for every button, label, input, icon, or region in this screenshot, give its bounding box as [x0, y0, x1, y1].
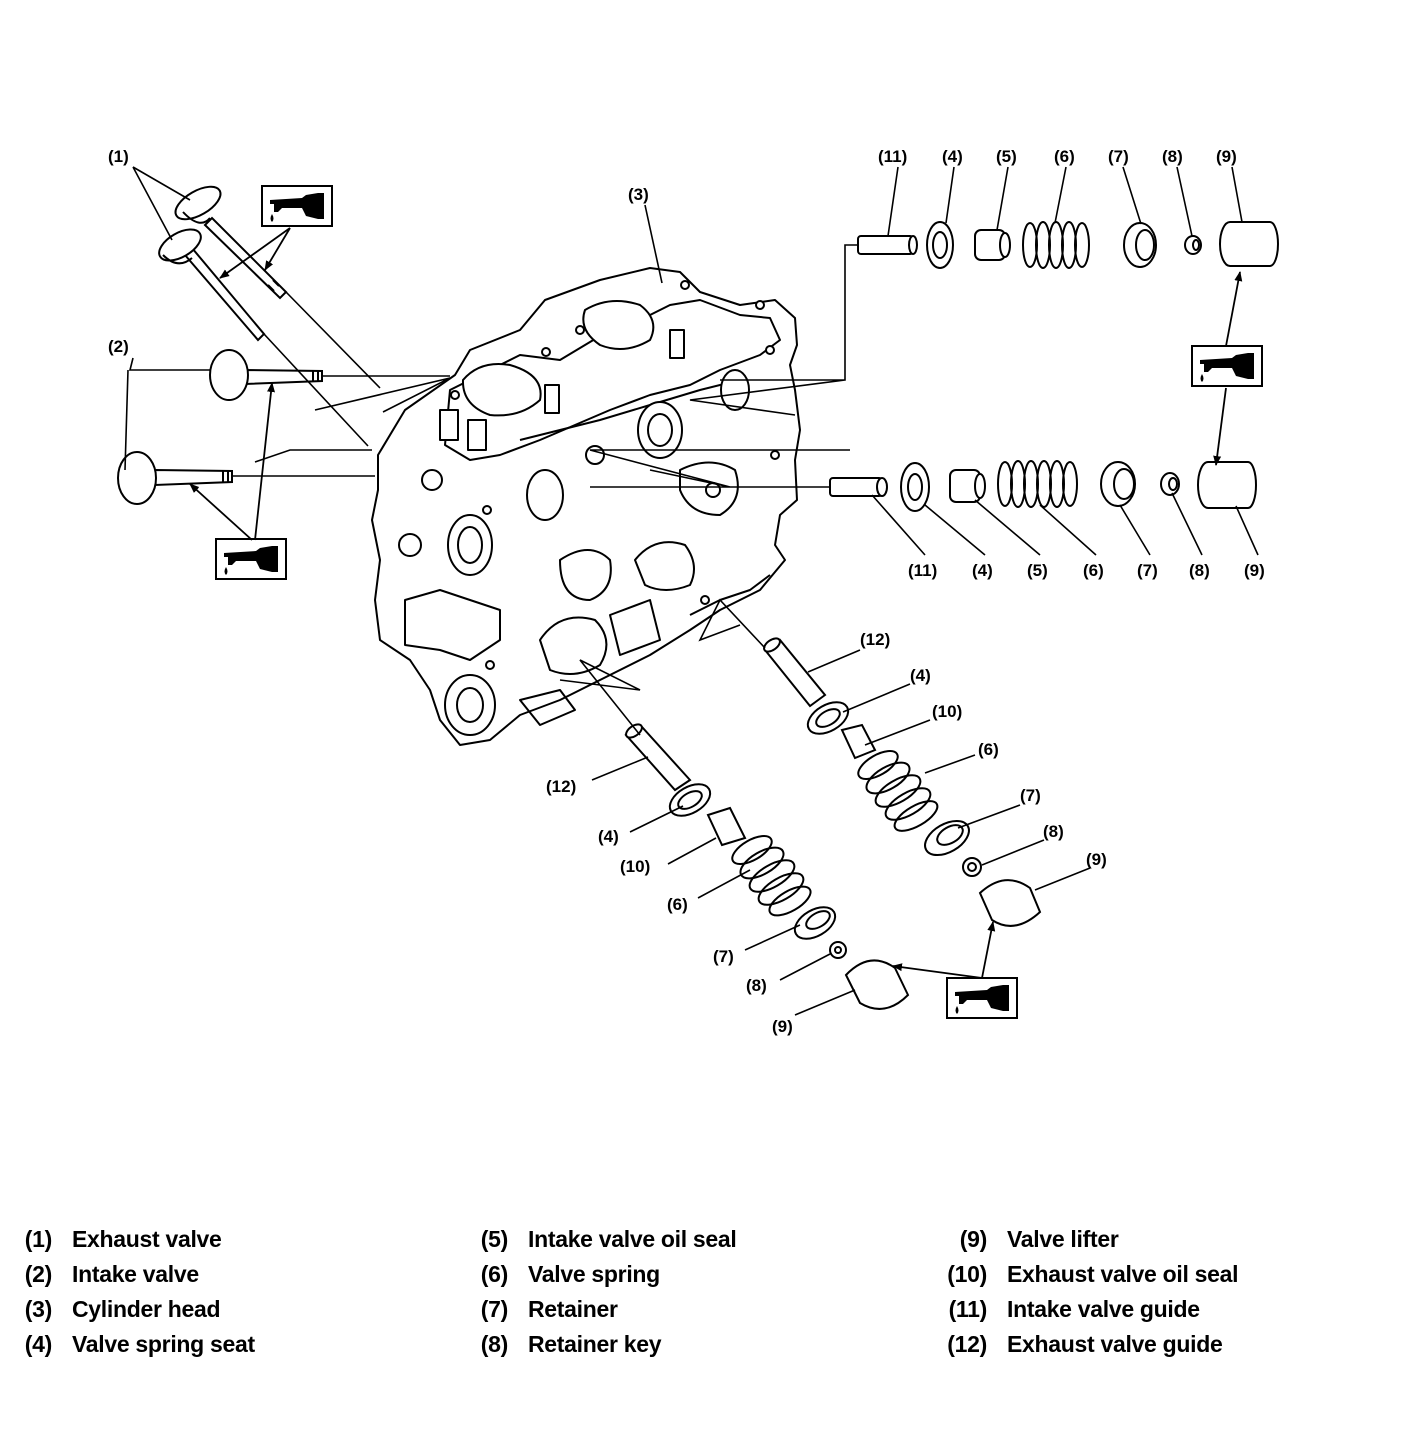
- oil-can-icon: [261, 185, 333, 227]
- callout-7: (7): [1137, 561, 1158, 580]
- callout-leaders: [124, 166, 1259, 1016]
- legend-number: (2): [24, 1261, 53, 1287]
- oil-can-icon: [946, 977, 1018, 1019]
- legend-label: Retainer: [528, 1296, 618, 1322]
- upper-intake-stack: [857, 221, 1279, 269]
- left-exhaust-stack: [624, 723, 910, 1010]
- legend-label: Intake valve oil seal: [528, 1226, 737, 1252]
- legend-label: Retainer key: [528, 1331, 662, 1357]
- callout-4: (4): [598, 827, 619, 846]
- callout-12: (12): [860, 630, 890, 649]
- callout-4: (4): [910, 666, 931, 685]
- callout-12: (12): [546, 777, 576, 796]
- callout-4: (4): [942, 147, 963, 166]
- legend-number: (6): [480, 1261, 509, 1287]
- callout-11: (11): [878, 147, 907, 166]
- callout-4: (4): [972, 561, 993, 580]
- callout-6: (6): [1083, 561, 1104, 580]
- legend-number: (12): [947, 1331, 987, 1357]
- middle-intake-stack: [829, 460, 1257, 512]
- callout-1: (1): [108, 147, 129, 166]
- oil-can-icon: [1191, 345, 1263, 387]
- legend-number: (7): [480, 1296, 509, 1322]
- legend-label: Exhaust valve: [72, 1226, 222, 1252]
- callout-8: (8): [1162, 147, 1183, 166]
- callout-8: (8): [1189, 561, 1210, 580]
- callout-6: (6): [978, 740, 999, 759]
- callout-9: (9): [1086, 850, 1107, 869]
- legend-number: (3): [24, 1296, 53, 1322]
- callout-3: (3): [628, 185, 649, 204]
- right-exhaust-stack: [763, 637, 1042, 927]
- oil-can-icon: [215, 538, 287, 580]
- legend-label: Valve spring: [528, 1261, 660, 1287]
- legend-label: Exhaust valve oil seal: [1007, 1261, 1239, 1287]
- legend-label: Exhaust valve guide: [1007, 1331, 1223, 1357]
- callout-5: (5): [1027, 561, 1048, 580]
- legend-number: (11): [948, 1296, 988, 1322]
- legend-item: (9) Valve lifter: [912, 1222, 1238, 1257]
- callout-6: (6): [667, 895, 688, 914]
- legend-item: (6) Valve spring: [456, 1257, 737, 1292]
- legend-label: Intake valve guide: [1007, 1296, 1200, 1322]
- legend-item: (11) Intake valve guide: [912, 1292, 1238, 1327]
- intake-valves: [117, 349, 323, 505]
- callout-9: (9): [1244, 561, 1265, 580]
- callout-11: (11): [908, 561, 937, 580]
- legend-column-2: (5) Intake valve oil seal (6) Valve spring…: [456, 1222, 737, 1362]
- callout-2: (2): [108, 337, 129, 356]
- legend-item: (1) Exhaust valve: [0, 1222, 255, 1257]
- alignment-lines: [232, 244, 858, 736]
- legend-label: Intake valve: [72, 1261, 199, 1287]
- cylinder-head: [371, 267, 801, 746]
- legend-item: (2) Intake valve: [0, 1257, 255, 1292]
- lubrication-arrows: [189, 227, 1243, 979]
- legend-item: (12) Exhaust valve guide: [912, 1327, 1238, 1362]
- legend-item: (8) Retainer key: [456, 1327, 737, 1362]
- legend-item: (3) Cylinder head: [0, 1292, 255, 1327]
- legend-item: (4) Valve spring seat: [0, 1327, 255, 1362]
- callout-8: (8): [746, 976, 767, 995]
- callout-10: (10): [932, 702, 962, 721]
- callout-labels: (1) (2) (3) (11) (4) (5) (6) (7) (8) (9)…: [108, 147, 1265, 1036]
- callout-7: (7): [713, 947, 734, 966]
- callout-6: (6): [1054, 147, 1075, 166]
- legend-label: Valve lifter: [1007, 1226, 1119, 1252]
- legend-number: (9): [959, 1226, 988, 1252]
- callout-8: (8): [1043, 822, 1064, 841]
- callout-9: (9): [772, 1017, 793, 1036]
- callout-9: (9): [1216, 147, 1237, 166]
- callout-7: (7): [1108, 147, 1129, 166]
- legend-item: (7) Retainer: [456, 1292, 737, 1327]
- legend-number: (8): [480, 1331, 509, 1357]
- legend-number: (10): [947, 1261, 987, 1287]
- legend-label: Valve spring seat: [72, 1331, 255, 1357]
- legend-column-1: (1) Exhaust valve (2) Intake valve (3) Cyli…: [0, 1222, 255, 1362]
- legend-number: (5): [480, 1226, 509, 1252]
- callout-5: (5): [996, 147, 1017, 166]
- legend-label: Cylinder head: [72, 1296, 221, 1322]
- legend-item: (10) Exhaust valve oil seal: [912, 1257, 1238, 1292]
- callout-10: (10): [620, 857, 650, 876]
- legend-number: (4): [24, 1331, 53, 1357]
- legend-column-3: (9) Valve lifter (10) Exhaust valve oil se…: [912, 1222, 1238, 1362]
- callout-7: (7): [1020, 786, 1041, 805]
- legend-item: (5) Intake valve oil seal: [456, 1222, 737, 1257]
- legend-number: (1): [24, 1226, 53, 1252]
